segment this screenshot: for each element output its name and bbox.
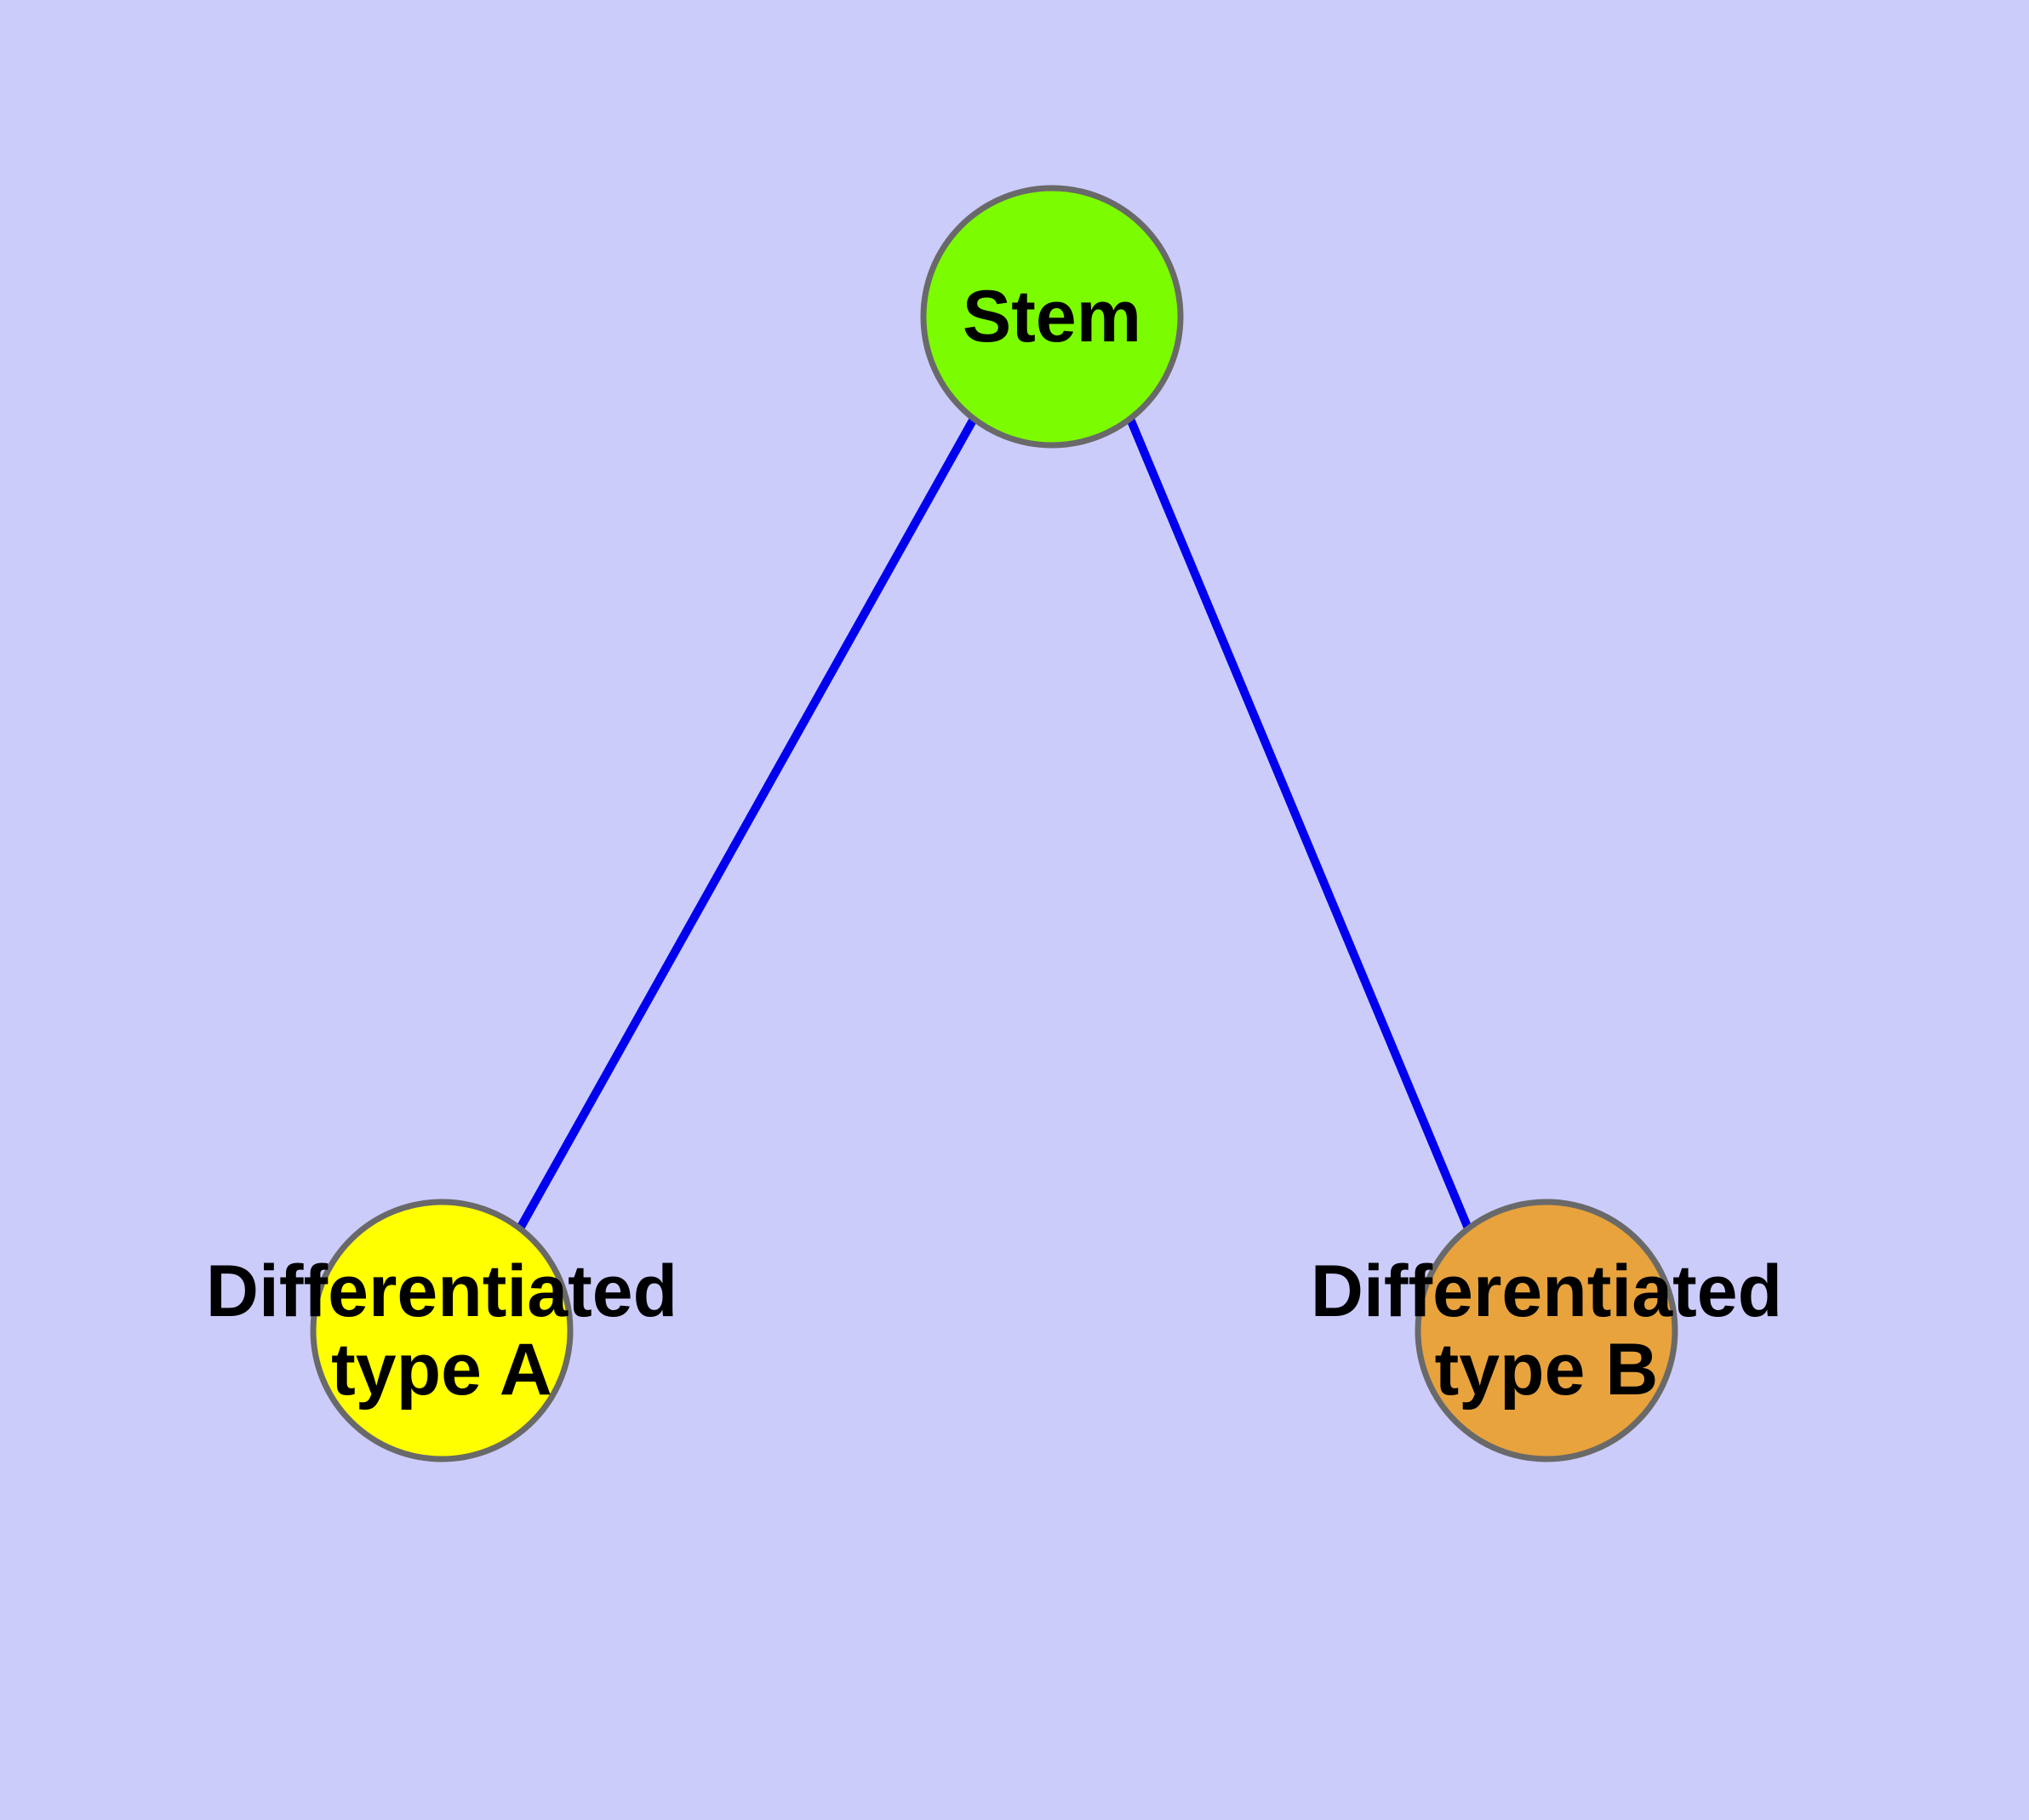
node-differentiated-type-a[interactable] [310, 1199, 574, 1462]
node-differentiated-type-b-label-line-2: type B [1435, 1329, 1659, 1411]
node-stem-label: Stem [963, 276, 1141, 358]
node-differentiated-type-a-label-line-1: Differentiated [206, 1251, 677, 1332]
node-differentiated-type-b-label-line-1: Differentiated [1311, 1251, 1782, 1332]
node-differentiated-type-a-label-line-2: type A [331, 1329, 552, 1411]
labels-layer: Stem Differentiated type A Differentiate… [206, 276, 1782, 1411]
edge-stem-to-differentiated-type-b[interactable] [1126, 417, 1472, 1230]
node-differentiated-type-b[interactable] [1415, 1199, 1678, 1462]
node-stem[interactable] [920, 185, 1184, 449]
edges-layer [516, 416, 1472, 1231]
edge-stem-to-differentiated-type-a[interactable] [516, 416, 978, 1231]
nodes-layer [310, 185, 1678, 1462]
